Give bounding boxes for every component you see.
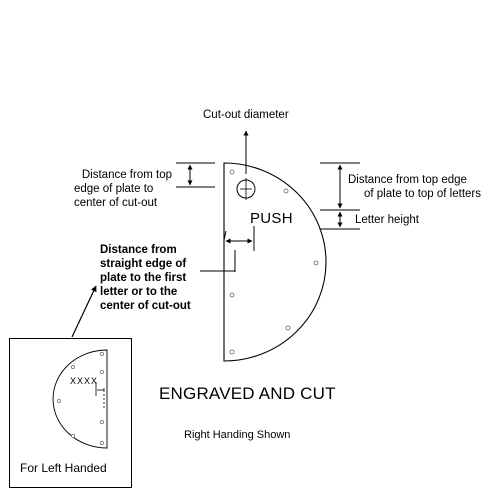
label-top-to-letters-line1: Distance from top edge bbox=[348, 174, 467, 186]
dim-top-to-center bbox=[176, 162, 215, 188]
inset-caption: For Left Handed bbox=[20, 461, 107, 475]
label-letter-height: Letter height bbox=[355, 214, 419, 226]
plate-text-push: PUSH bbox=[250, 210, 293, 227]
plate-outline bbox=[223, 162, 327, 362]
label-top-to-letters-line2: of plate to top of letters bbox=[364, 188, 481, 200]
inset-pointer-arrow bbox=[71, 285, 97, 338]
subtitle-right-handing: Right Handing Shown bbox=[184, 429, 291, 441]
dim-top-to-letters bbox=[320, 162, 360, 211]
label-straight-edge-line4: letter or to the bbox=[100, 286, 178, 298]
cutout-circle bbox=[236, 178, 256, 200]
label-straight-edge-line1: Distance from bbox=[100, 244, 177, 256]
dim-straight-edge bbox=[200, 226, 255, 272]
label-top-to-center-line2: edge of plate to bbox=[74, 183, 154, 195]
dim-letter-height bbox=[320, 211, 360, 230]
label-straight-edge-line5: center of cut-out bbox=[100, 300, 191, 312]
title-engraved-and-cut: ENGRAVED AND CUT bbox=[159, 384, 336, 403]
inset-plate-outline bbox=[52, 349, 108, 449]
inset-screw-holes bbox=[57, 352, 104, 445]
label-straight-edge-line3: plate to the first bbox=[100, 272, 187, 284]
inset-left-handed-box bbox=[9, 338, 132, 488]
inset-dimension bbox=[95, 382, 105, 408]
inset-text-xxxx: XXXX bbox=[70, 376, 99, 386]
plate-screw-holes bbox=[229, 169, 319, 355]
label-top-to-center-line1: Distance from top bbox=[81, 169, 172, 181]
label-cutout-diameter: Cut-out diameter bbox=[203, 109, 289, 121]
label-top-to-center-line3: center of cut-out bbox=[74, 197, 158, 209]
label-straight-edge-line2: straight edge of bbox=[100, 258, 187, 270]
